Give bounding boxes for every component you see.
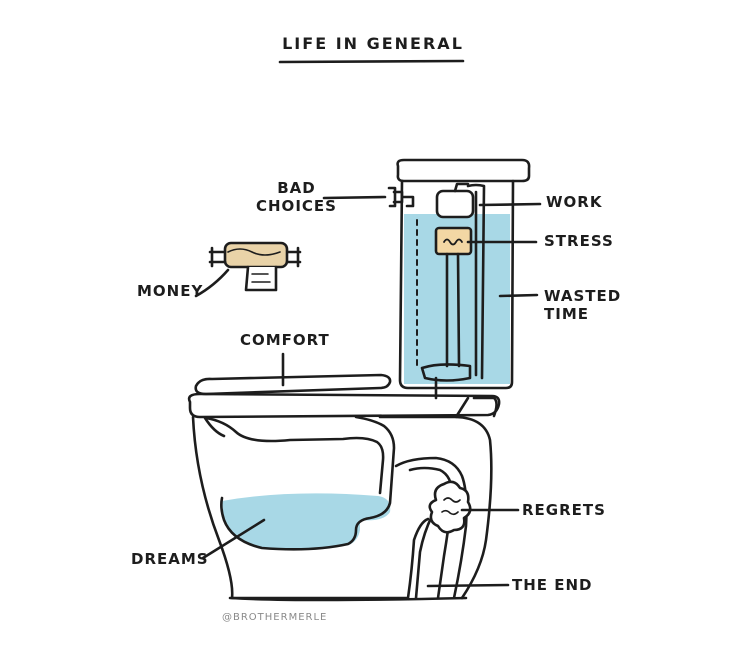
money-roll [208,241,302,292]
leader-wasted-time [498,293,539,298]
regrets-blob [428,480,472,534]
flush-valve [420,363,472,382]
label-work: WORK [546,193,603,211]
label-wasted-time: WASTED TIME [544,287,622,323]
bowl-inner [204,416,385,495]
bowl-outer [191,415,430,600]
leader-bad-choices [322,195,387,200]
stress-flapper [434,226,473,256]
label-stress: STRESS [544,232,614,250]
label-the-end: THE END [512,576,593,594]
label-money: MONEY [137,282,204,300]
label-bad-choices: BAD CHOICES [256,179,337,215]
overflow-tube [466,183,486,380]
tank-body [398,179,515,390]
leader-the-end [426,583,510,588]
title-underline [278,59,465,64]
label-comfort: COMFORT [240,331,330,349]
work-valve [435,189,475,219]
stress-squiggle [443,238,463,246]
leader-money [194,268,230,298]
seat-rim [187,392,501,419]
label-regrets: REGRETS [522,501,606,519]
page-title: LIFE IN GENERAL [282,34,464,53]
artist-credit: @BROTHERMERLE [222,612,328,623]
tank-lid [396,158,531,183]
label-dreams: DREAMS [131,550,209,568]
bowl-base [228,596,468,602]
leader-dreams [201,518,266,560]
trapway [378,396,498,600]
leader-work [478,202,542,207]
seat-lid [194,373,392,396]
tank-handle [387,186,415,208]
flush-rod [445,252,461,368]
bowl-water [222,493,391,550]
